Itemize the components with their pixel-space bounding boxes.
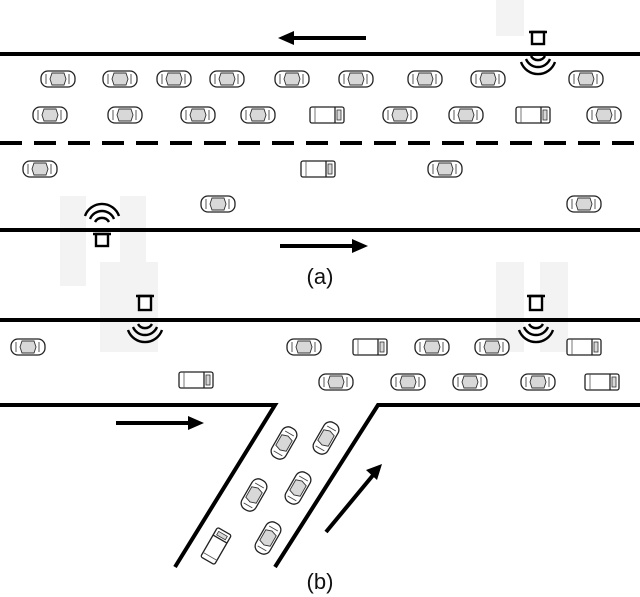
- truck-icon: [309, 106, 345, 124]
- car-icon: [586, 106, 622, 124]
- truck-icon: [566, 338, 602, 356]
- truck-icon: [178, 371, 214, 389]
- car-icon: [382, 106, 418, 124]
- truck-icon: [199, 526, 233, 566]
- panel-b-label: (b): [307, 569, 334, 594]
- arrow-right-icon: [280, 239, 368, 253]
- car-icon: [102, 70, 138, 88]
- panel-a-road: [0, 52, 640, 232]
- car-icon: [200, 195, 236, 213]
- car-icon: [338, 70, 374, 88]
- car-icon: [107, 106, 143, 124]
- car-icon: [452, 373, 488, 391]
- car-icon: [286, 338, 322, 356]
- panel-a-label: (a): [307, 264, 334, 289]
- roadside-sensor-icon: [83, 202, 121, 248]
- car-icon: [566, 195, 602, 213]
- car-icon: [10, 338, 46, 356]
- roadside-sensor-icon: [519, 30, 557, 76]
- car-icon: [474, 338, 510, 356]
- roadside-sensor-icon: [126, 294, 164, 344]
- car-icon: [40, 70, 76, 88]
- car-icon: [427, 160, 463, 178]
- car-icon: [318, 373, 354, 391]
- car-icon: [32, 106, 68, 124]
- arrow-left-icon: [278, 31, 366, 45]
- car-icon: [390, 373, 426, 391]
- truck-icon: [584, 373, 620, 391]
- car-icon: [156, 70, 192, 88]
- car-icon: [520, 373, 556, 391]
- car-icon: [568, 70, 604, 88]
- road-edge-bottom-left: [0, 403, 279, 569]
- car-icon: [309, 418, 343, 458]
- car-icon: [407, 70, 443, 88]
- car-icon: [22, 160, 58, 178]
- panel-a-sensors: [83, 30, 557, 248]
- car-icon: [470, 70, 506, 88]
- car-icon: [281, 468, 315, 508]
- car-icon: [237, 475, 271, 515]
- car-icon: [251, 518, 285, 558]
- panel-b-direction-arrows: [116, 416, 382, 534]
- panel-b-sensors: [126, 294, 555, 344]
- truck-icon: [515, 106, 551, 124]
- car-icon: [209, 70, 245, 88]
- ramp-arrow-icon: [324, 464, 382, 534]
- roadside-sensor-icon: [517, 294, 555, 344]
- sensor-shadows: [60, 0, 568, 352]
- arrow-right-icon: [116, 416, 204, 430]
- car-icon: [180, 106, 216, 124]
- car-icon: [267, 423, 301, 463]
- road-edge-bottom-right: [273, 403, 640, 569]
- panel-a-direction-arrows: [278, 31, 368, 253]
- car-icon: [274, 70, 310, 88]
- panel-b-vehicles: [10, 338, 620, 566]
- truck-icon: [352, 338, 388, 356]
- panel-b-road: [0, 318, 640, 569]
- car-icon: [414, 338, 450, 356]
- car-icon: [448, 106, 484, 124]
- truck-icon: [300, 160, 336, 178]
- car-icon: [240, 106, 276, 124]
